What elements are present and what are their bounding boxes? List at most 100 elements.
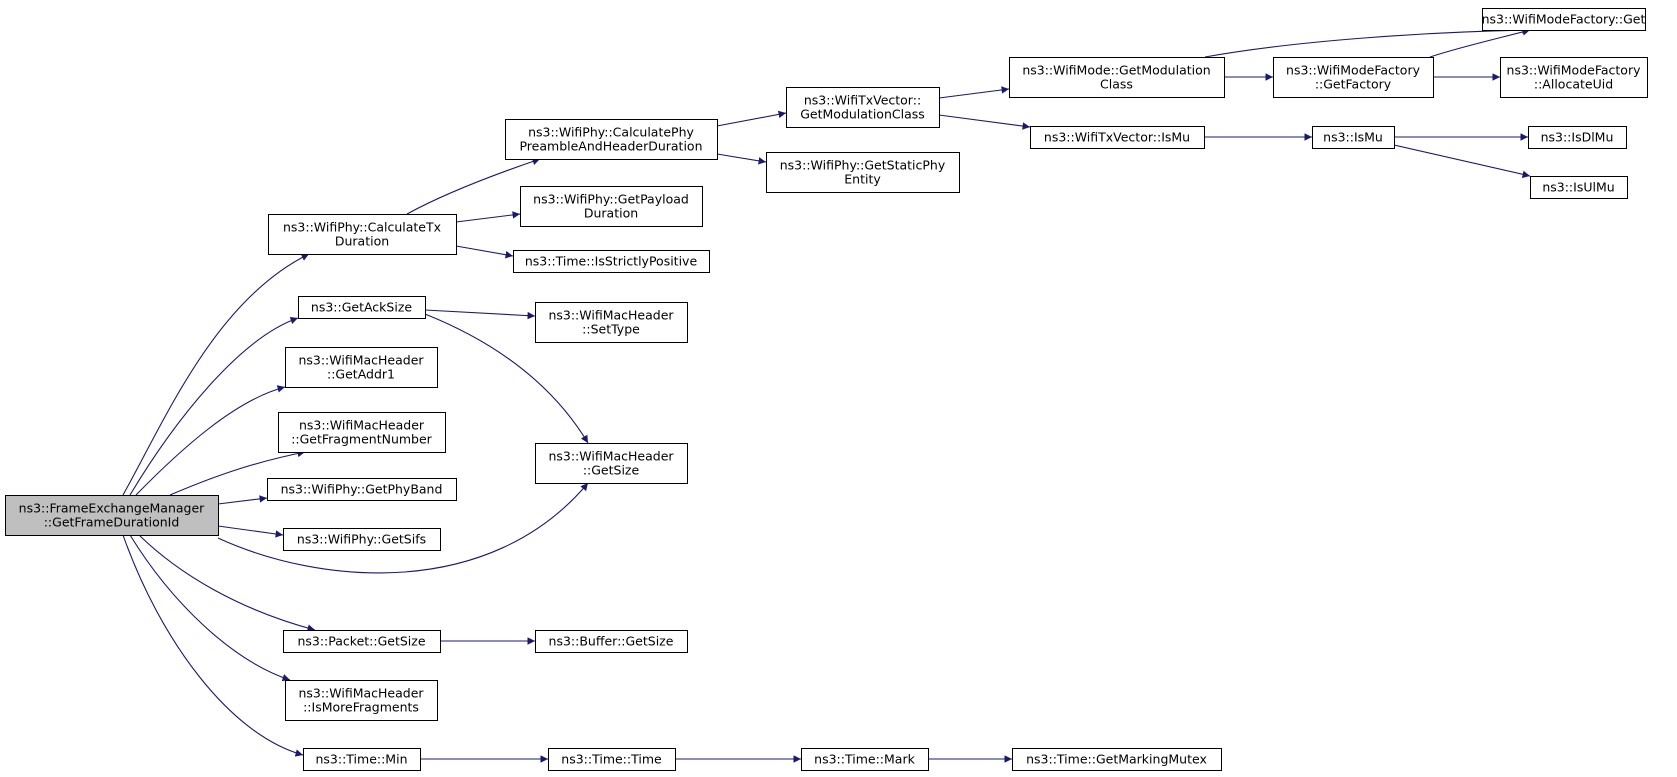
node-label-line: ns3::WifiModeFactory::Get [1482, 12, 1646, 27]
node-mac-get-size[interactable]: ns3::WifiMacHeader::GetSize [535, 443, 688, 484]
edge-calcTx-to-getPayload [455, 211, 521, 223]
node-label-line: ns3::WifiPhy::GetStaticPhy [780, 158, 946, 173]
node-box [1500, 57, 1648, 98]
node-label-line: ns3::WifiModeFactory [1286, 63, 1421, 78]
node-tx-get-mod[interactable]: ns3::WifiTxVector::GetModulationClass [786, 87, 940, 128]
node-time-min[interactable]: ns3::Time::Min [303, 748, 421, 771]
node-get-ack-size[interactable]: ns3::GetAckSize [298, 296, 426, 319]
node-label-line: Duration [584, 206, 638, 221]
edge-arrow [424, 313, 589, 444]
node-label-line: ns3::WifiPhy::GetSifs [297, 532, 426, 547]
node-box [786, 87, 940, 128]
node-time-time[interactable]: ns3::Time::Time [548, 748, 676, 771]
edge-calcPre-to-staticPhy [716, 153, 767, 165]
node-label-line: Class [1100, 77, 1133, 92]
node-box [268, 214, 457, 255]
node-label-line: ns3::IsUlMu [1542, 180, 1614, 195]
node-label-line: ns3::WifiMacHeader [298, 353, 424, 368]
node-label-line: ns3::WifiMacHeader [298, 686, 424, 701]
edge-arrow [129, 534, 291, 682]
node-get-sifs[interactable]: ns3::WifiPhy::GetSifs [283, 528, 441, 551]
edge-calcTx-to-isStrictPos [455, 245, 514, 259]
edge-arrow [217, 525, 284, 538]
node-label-line: ns3::Time::GetMarkingMutex [1026, 752, 1207, 767]
node-label-line: ns3::Time::Min [315, 752, 407, 767]
node-is-dl-mu[interactable]: ns3::IsDlMu [1528, 126, 1627, 149]
node-label-line: ::SetType [582, 322, 640, 337]
edge-arrow [716, 110, 787, 127]
node-get-phy-band[interactable]: ns3::WifiPhy::GetPhyBand [267, 478, 457, 501]
node-box [5, 495, 219, 536]
node-mode-get-mod[interactable]: ns3::WifiMode::GetModulationClass [1009, 57, 1225, 98]
node-pkt-get-size[interactable]: ns3::Packet::GetSize [283, 630, 441, 653]
node-get-addr1[interactable]: ns3::WifiMacHeader::GetAddr1 [285, 347, 438, 388]
edge-root-to-timeMin [122, 534, 304, 757]
node-fact-get[interactable]: ns3::WifiModeFactory::Get [1482, 8, 1646, 31]
node-get-frag-num[interactable]: ns3::WifiMacHeader::GetFragmentNumber [278, 412, 446, 453]
node-tx-is-mu[interactable]: ns3::WifiTxVector::IsMu [1030, 126, 1205, 149]
node-label-line: ns3::Packet::GetSize [297, 634, 425, 649]
edge-factGetFactory-to-factGet [1429, 28, 1531, 58]
node-box [1482, 8, 1646, 31]
node-fact-get-factory[interactable]: ns3::WifiModeFactory::GetFactory [1273, 57, 1434, 98]
edge-arrow [1429, 28, 1531, 58]
node-label-line: ns3::WifiTxVector::IsMu [1044, 130, 1190, 145]
node-box [801, 748, 929, 771]
edge-arrow [135, 385, 286, 496]
edge-modeGetMod-to-factGet [1204, 26, 1531, 58]
node-mark-mutex[interactable]: ns3::Time::GetMarkingMutex [1012, 748, 1222, 771]
node-time-mark[interactable]: ns3::Time::Mark [801, 748, 929, 771]
node-box [1528, 126, 1627, 149]
node-label-line: ::IsMoreFragments [303, 700, 419, 715]
node-label-line: ns3::GetAckSize [311, 300, 412, 315]
node-box [1273, 57, 1434, 98]
node-is-strict-pos[interactable]: ns3::Time::IsStrictlyPositive [513, 250, 710, 273]
node-set-type[interactable]: ns3::WifiMacHeader::SetType [535, 302, 688, 343]
node-box [535, 443, 688, 484]
edge-arrow [406, 157, 541, 215]
node-is-mu[interactable]: ns3::IsMu [1312, 126, 1395, 149]
node-box [298, 296, 426, 319]
edge-arrow [938, 86, 1010, 99]
edge-arrow [122, 253, 310, 496]
node-label-line: ns3::WifiMode::GetModulation [1022, 63, 1210, 78]
node-label-line: ns3::WifiMacHeader [548, 449, 674, 464]
node-label-line: ns3::WifiPhy::GetPhyBand [281, 482, 443, 497]
node-box [1012, 748, 1222, 771]
node-label-line: ns3::IsDlMu [1541, 130, 1614, 145]
node-label-line: ns3::Buffer::GetSize [549, 634, 674, 649]
edge-arrow [716, 153, 767, 165]
node-is-ul-mu[interactable]: ns3::IsUlMu [1530, 176, 1628, 199]
node-label-line: ns3::WifiPhy::CalculateTx [283, 220, 441, 235]
node-label-line: ::GetSize [583, 463, 640, 478]
edges-layer [122, 26, 1531, 763]
node-box [520, 186, 703, 227]
edge-calcTx-to-calcPre [406, 157, 541, 215]
node-box [1312, 126, 1395, 149]
edge-arrow [138, 534, 316, 632]
node-box [766, 152, 960, 193]
node-label-line: ns3::WifiPhy::CalculatePhy [528, 125, 694, 140]
node-label-line: ns3::FrameExchangeManager [19, 501, 205, 516]
edge-arrow [217, 482, 589, 574]
node-label-line: ns3::Time::Mark [814, 752, 915, 767]
node-label-line: ::GetFactory [1315, 77, 1392, 92]
node-is-more-frag[interactable]: ns3::WifiMacHeader::IsMoreFragments [285, 680, 438, 721]
edge-root-to-getAddr1 [135, 385, 286, 496]
node-label-line: ns3::Time::Time [561, 752, 662, 767]
edge-arrow [424, 309, 536, 320]
edge-root-to-getPhyBand [217, 495, 268, 505]
edge-root-to-macGetSize [217, 482, 589, 574]
edge-root-to-calcTx [122, 253, 310, 496]
nodes-layer: ns3::FrameExchangeManager::GetFrameDurat… [5, 8, 1648, 771]
edge-root-to-isMoreFrag [129, 534, 291, 682]
node-box [283, 630, 441, 653]
node-label-line: ns3::WifiModeFactory [1507, 63, 1642, 78]
node-buf-get-size[interactable]: ns3::Buffer::GetSize [535, 630, 688, 653]
node-alloc-uid[interactable]: ns3::WifiModeFactory::AllocateUid [1500, 57, 1648, 98]
node-calc-pre[interactable]: ns3::WifiPhy::CalculatePhyPreambleAndHea… [505, 119, 718, 160]
